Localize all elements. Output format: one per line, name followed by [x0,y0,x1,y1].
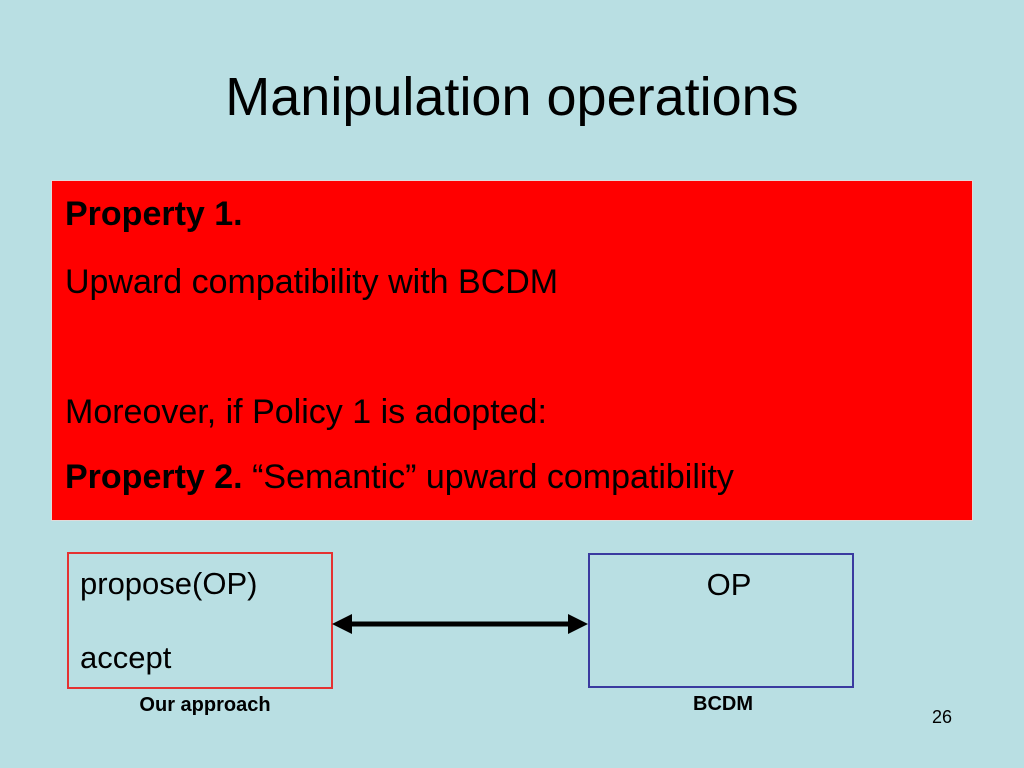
property-2-text: “Semantic” upward compatibility [242,458,734,496]
our-approach-box: propose(OP) accept [67,552,333,689]
property-1-heading: Property 1. [65,195,243,233]
bcdm-box: OP [588,553,854,688]
property-2-heading: Property 2. [65,458,243,496]
property-1-text: Upward compatibility with BCDM [65,263,559,301]
bcdm-caption: BCDM [693,693,753,715]
double-arrow-icon [332,614,588,634]
accept-text: accept [80,640,172,675]
property-box: Property 1. Upward compatibility with BC… [51,180,973,521]
op-text: OP [706,567,752,602]
propose-op-text: propose(OP) [80,566,258,601]
property-2-line: Property 2. “Semantic” upward compatibil… [65,457,734,497]
page-number: 26 [932,707,953,727]
policy-condition-text: Moreover, if Policy 1 is adopted: [65,393,547,431]
our-approach-caption: Our approach [139,694,271,716]
slide-title: Manipulation operations [225,67,799,127]
